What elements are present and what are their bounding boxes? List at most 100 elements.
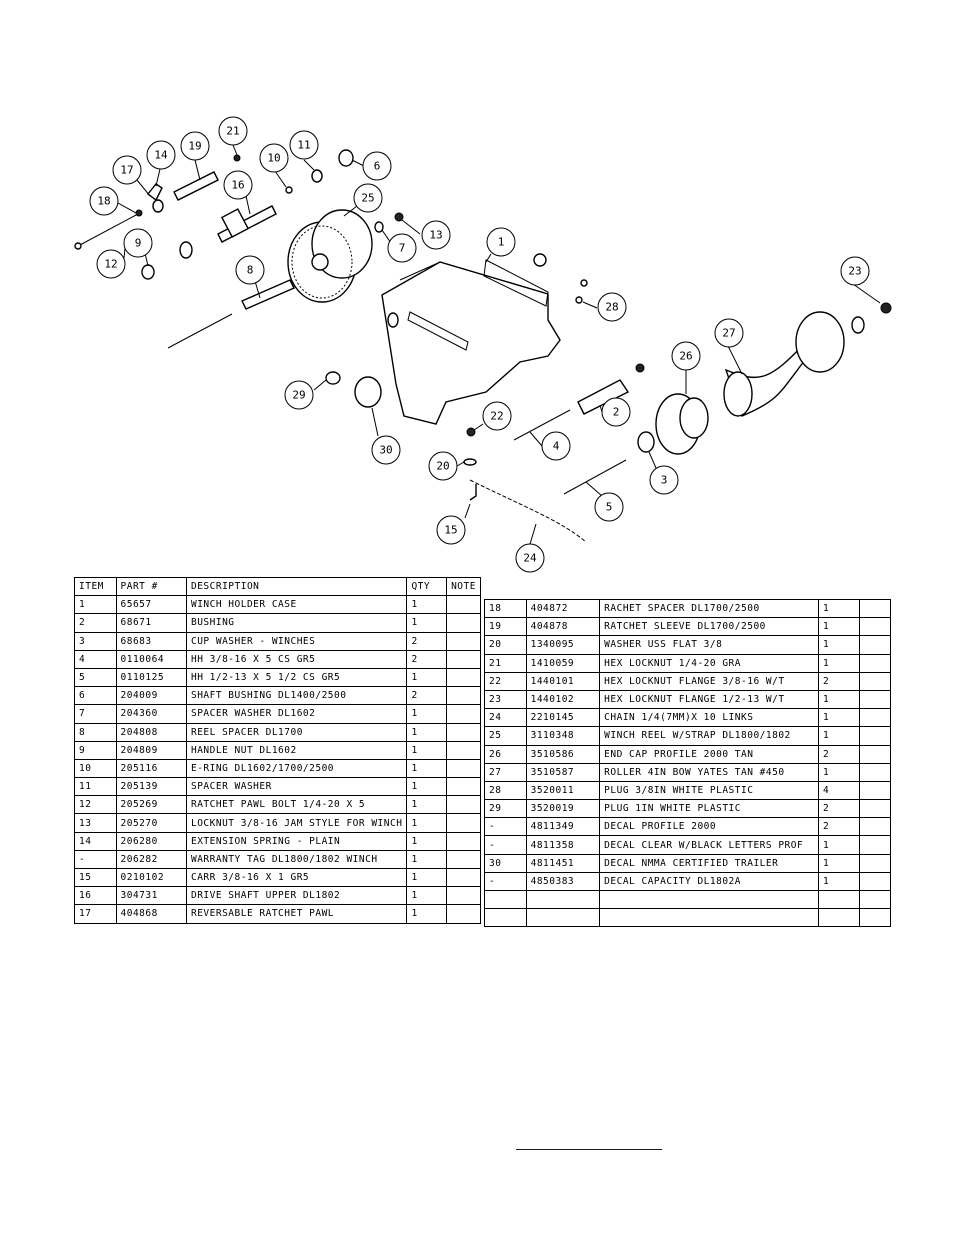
svg-text:29: 29 — [292, 389, 305, 402]
cell-note — [859, 708, 891, 728]
cell-description: HH 1/2-13 X 5 1/2 CS GR5 — [185, 667, 408, 688]
cell-qty — [817, 889, 861, 910]
cell-qty: 2 — [406, 649, 448, 669]
cell-part-number: 206280 — [115, 831, 187, 851]
cell-part-number: 0110064 — [115, 649, 187, 669]
cell-description: RATCHET SLEEVE DL1700/2500 — [599, 617, 819, 637]
cell-item: - — [484, 817, 527, 837]
cell-note — [446, 740, 481, 760]
cell-part-number: 3110348 — [525, 726, 601, 746]
cell-qty: 1 — [817, 635, 861, 655]
callout-10: 10 — [259, 143, 289, 173]
cell-part-number: 206282 — [115, 849, 187, 870]
cell-item: 13 — [74, 813, 117, 833]
svg-text:19: 19 — [188, 140, 201, 153]
cell-part-number: 205116 — [115, 758, 187, 779]
svg-text:22: 22 — [490, 410, 503, 423]
callout-11: 11 — [289, 130, 319, 160]
cell-qty: 1 — [406, 722, 448, 742]
footer-link-underline[interactable] — [516, 1149, 662, 1150]
cell-qty: 1 — [406, 595, 448, 615]
cell-item: - — [74, 849, 117, 870]
svg-text:15: 15 — [444, 524, 457, 537]
cell-description: EXTENSION SPRING - PLAIN — [185, 831, 408, 851]
cell-part-number: 4811451 — [525, 853, 601, 873]
callout-23: 23 — [840, 256, 870, 286]
table-row — [484, 908, 891, 928]
svg-text:21: 21 — [226, 125, 239, 138]
cell-qty: 1 — [817, 708, 861, 728]
cell-qty: 2 — [406, 686, 448, 706]
cell-part-number: 205269 — [115, 795, 187, 815]
cell-qty: 2 — [817, 799, 861, 819]
callout-16: 16 — [223, 170, 253, 200]
cell-note — [859, 653, 891, 673]
cell-qty: 2 — [817, 744, 861, 764]
cell-part-number: 205270 — [115, 813, 187, 833]
cell-qty: 1 — [817, 871, 861, 892]
callout-18: 18 — [89, 186, 119, 216]
cell-item: 20 — [484, 635, 527, 655]
cell-note — [446, 631, 481, 651]
cell-note — [859, 889, 891, 910]
cell-part-number: 404878 — [525, 617, 601, 637]
cell-note — [859, 617, 891, 637]
cell-item: 10 — [74, 758, 117, 779]
cell-note — [859, 726, 891, 746]
cell-description: CHAIN 1/4(7MM)X 10 LINKS — [599, 708, 819, 728]
cell-note — [859, 871, 891, 892]
cell-part-number: 204809 — [115, 740, 187, 760]
cell-qty: 1 — [406, 813, 448, 833]
cell-description: ROLLER 4IN BOW YATES TAN #450 — [599, 762, 819, 782]
cell-item: 24 — [484, 708, 527, 728]
callout-1: 1 — [486, 227, 516, 257]
cell-note — [859, 689, 891, 710]
svg-text:1: 1 — [498, 236, 505, 249]
cell-part-number: 304731 — [115, 886, 187, 906]
cell-item: 27 — [484, 762, 527, 782]
cell-item: 23 — [484, 689, 527, 710]
cell-qty: 1 — [406, 867, 448, 888]
cell-qty: 4 — [817, 780, 861, 801]
cell-description: REEL SPACER DL1700 — [185, 722, 408, 742]
callout-29: 29 — [284, 380, 314, 410]
cell-description: HANDLE NUT DL1602 — [185, 740, 408, 760]
callout-24: 24 — [515, 543, 545, 573]
cell-item: 18 — [484, 598, 527, 619]
cell-description: HEX LOCKNUT FLANGE 1/2-13 W/T — [599, 689, 819, 710]
svg-text:2: 2 — [613, 406, 620, 419]
cell-note — [859, 671, 891, 691]
svg-text:6: 6 — [374, 160, 381, 173]
cell-note — [859, 853, 891, 873]
svg-text:24: 24 — [523, 552, 537, 565]
cell-description: END CAP PROFILE 2000 TAN — [599, 744, 819, 764]
cell-item: - — [484, 871, 527, 892]
callout-19: 19 — [180, 131, 210, 161]
header-note: NOTE — [446, 576, 481, 597]
cell-part-number: 1440102 — [525, 689, 601, 710]
callout-12: 12 — [96, 249, 126, 279]
header-part-number: PART # — [115, 576, 187, 597]
cell-description — [599, 889, 819, 910]
cell-note — [446, 867, 481, 888]
callout-5: 5 — [594, 492, 624, 522]
cell-description: DRIVE SHAFT UPPER DL1802 — [185, 886, 408, 906]
cell-description: SHAFT BUSHING DL1400/2500 — [185, 686, 408, 706]
cell-part-number — [525, 889, 601, 910]
cell-qty: 1 — [406, 667, 448, 688]
cell-part-number: 204360 — [115, 704, 187, 724]
